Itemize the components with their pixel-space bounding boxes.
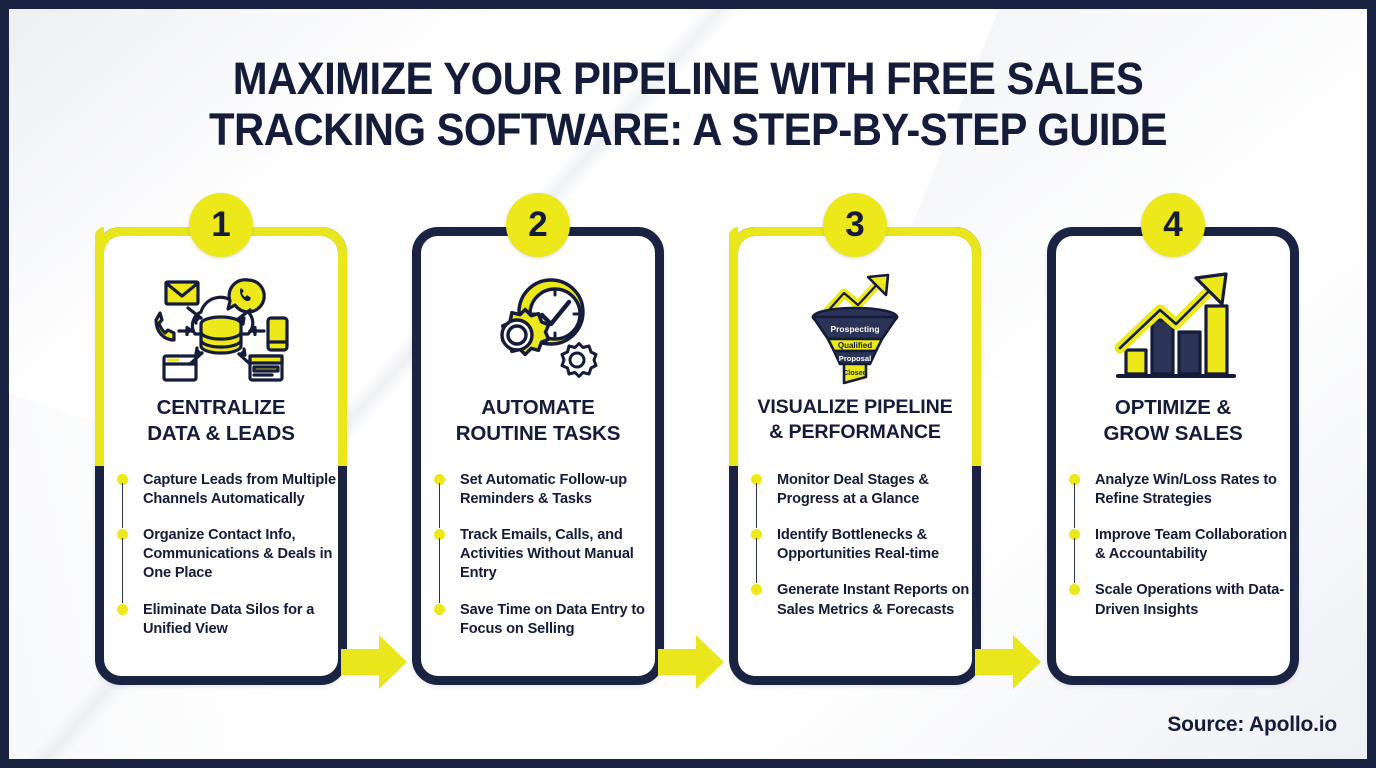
funnel-stage-label-4: Closed xyxy=(843,368,867,377)
source-attribution: Source: Apollo.io xyxy=(1167,713,1337,736)
bullet-connector xyxy=(439,483,441,529)
funnel-stage-label-3: Proposal xyxy=(839,354,872,363)
list-item: Identify Bottlenecks & Opportunities Rea… xyxy=(751,526,971,584)
step-card-4-title-line-1: OPTIMIZE & xyxy=(1114,396,1232,419)
bullet-dot-icon xyxy=(751,474,762,485)
step-card-3-bullets: Monitor Deal Stages & Progress at a Glan… xyxy=(751,471,971,620)
page-title: MAXIMIZE YOUR PIPELINE WITH FREE SALES T… xyxy=(9,53,1367,156)
step-number-badge-3: 3 xyxy=(823,193,887,257)
step-card-4-bullets: Analyze Win/Loss Rates to Refine Strateg… xyxy=(1069,471,1289,620)
page-title-line-1: MAXIMIZE YOUR PIPELINE WITH FREE SALES xyxy=(232,53,1144,104)
step-card-2-bullets: Set Automatic Follow-up Reminders & Task… xyxy=(434,471,654,639)
list-item: Analyze Win/Loss Rates to Refine Strateg… xyxy=(1069,471,1289,529)
step-card-1-title-line-1: CENTRALIZE xyxy=(156,396,286,419)
bullet-connector xyxy=(439,538,441,603)
list-item-label: Track Emails, Calls, and Activities With… xyxy=(460,527,634,582)
step-card-1-title: CENTRALIZE DATA & LEADS xyxy=(101,395,341,447)
bullet-dot-icon xyxy=(434,529,445,541)
step-card-4-title: OPTIMIZE & GROW SALES xyxy=(1053,395,1293,447)
arrow-right-icon-3 xyxy=(975,635,1041,689)
bullet-connector xyxy=(756,538,758,584)
list-item: Generate Instant Reports on Sales Metric… xyxy=(751,581,971,619)
step-card-3-title-line-2: & PERFORMANCE xyxy=(769,420,941,443)
list-item-label: Scale Operations with Data-Driven Insigh… xyxy=(1095,582,1284,618)
list-item: Save Time on Data Entry to Focus on Sell… xyxy=(434,601,654,639)
list-item: Capture Leads from Multiple Channels Aut… xyxy=(117,471,337,529)
step-card-3[interactable]: 3 xyxy=(729,193,981,685)
bullet-connector xyxy=(1074,538,1076,584)
list-item: Organize Contact Info, Communications & … xyxy=(117,526,337,603)
list-item-label: Set Automatic Follow-up Reminders & Task… xyxy=(460,472,628,508)
list-item-label: Monitor Deal Stages & Progress at a Glan… xyxy=(777,472,929,508)
bullet-connector xyxy=(756,483,758,529)
gears-clock-icon xyxy=(412,269,664,387)
bullet-dot-icon xyxy=(117,474,128,485)
list-item-label: Organize Contact Info, Communications & … xyxy=(143,527,333,582)
bullet-dot-icon xyxy=(434,474,445,485)
step-number-badge-1: 1 xyxy=(189,193,253,257)
list-item: Monitor Deal Stages & Progress at a Glan… xyxy=(751,471,971,529)
bar-chart-growth-arrow-icon xyxy=(1047,269,1299,387)
list-item: Improve Team Collaboration & Accountabil… xyxy=(1069,526,1289,584)
bullet-dot-icon xyxy=(751,584,762,596)
list-item: Set Automatic Follow-up Reminders & Task… xyxy=(434,471,654,529)
step-card-4[interactable]: 4 xyxy=(1047,193,1299,685)
list-item: Track Emails, Calls, and Activities With… xyxy=(434,526,654,603)
step-card-2-title-line-1: AUTOMATE xyxy=(481,396,595,419)
funnel-stage-label-2: Qualified xyxy=(838,341,872,350)
list-item-label: Save Time on Data Entry to Focus on Sell… xyxy=(460,601,645,637)
funnel-stage-label-1: Prospecting xyxy=(830,324,879,334)
steps-row: 1 xyxy=(95,193,1299,689)
bullet-dot-icon xyxy=(117,603,128,615)
step-card-1-bullets: Capture Leads from Multiple Channels Aut… xyxy=(117,471,337,639)
list-item-label: Eliminate Data Silos for a Unified View xyxy=(143,601,315,637)
step-card-4-border xyxy=(1047,227,1299,685)
step-card-1[interactable]: 1 xyxy=(95,193,347,685)
list-item-label: Improve Team Collaboration & Accountabil… xyxy=(1095,527,1288,563)
step-card-2-title: AUTOMATE ROUTINE TASKS xyxy=(418,395,658,447)
page-title-line-2: TRACKING SOFTWARE: A STEP-BY-STEP GUIDE xyxy=(209,104,1167,156)
list-item-label: Identify Bottlenecks & Opportunities Rea… xyxy=(777,527,939,563)
list-item: Eliminate Data Silos for a Unified View xyxy=(117,601,337,639)
step-number-badge-2: 2 xyxy=(506,193,570,257)
bullet-connector xyxy=(122,538,124,603)
bullet-dot-icon xyxy=(751,529,762,541)
list-item-label: Generate Instant Reports on Sales Metric… xyxy=(777,582,970,618)
step-card-2-title-line-2: ROUTINE TASKS xyxy=(455,421,621,445)
step-card-3-title: VISUALIZE PIPELINE & PERFORMANCE xyxy=(735,395,975,444)
list-item-label: Capture Leads from Multiple Channels Aut… xyxy=(143,472,336,508)
list-item: Scale Operations with Data-Driven Insigh… xyxy=(1069,581,1289,619)
step-number-badge-4: 4 xyxy=(1141,193,1205,257)
bullet-dot-icon xyxy=(1069,584,1080,596)
cloud-database-channels-icon xyxy=(95,269,347,387)
bullet-dot-icon xyxy=(1069,474,1080,485)
step-card-4-title-line-2: GROW SALES xyxy=(1103,421,1243,445)
step-card-1-title-line-2: DATA & LEADS xyxy=(147,421,295,445)
list-item-label: Analyze Win/Loss Rates to Refine Strateg… xyxy=(1095,472,1277,508)
bullet-connector xyxy=(1074,483,1076,529)
bullet-dot-icon xyxy=(434,603,445,615)
arrow-right-icon-2 xyxy=(658,635,724,689)
bullet-connector xyxy=(122,483,124,529)
sales-funnel-growth-icon: Prospecting Qualified Proposal Closed xyxy=(729,269,981,387)
arrow-right-icon-1 xyxy=(341,635,407,689)
step-card-3-border xyxy=(729,227,981,685)
step-card-2[interactable]: 2 xyxy=(412,193,664,685)
step-card-3-title-line-1: VISUALIZE PIPELINE xyxy=(757,396,953,418)
bullet-dot-icon xyxy=(117,529,128,541)
bullet-dot-icon xyxy=(1069,529,1080,541)
